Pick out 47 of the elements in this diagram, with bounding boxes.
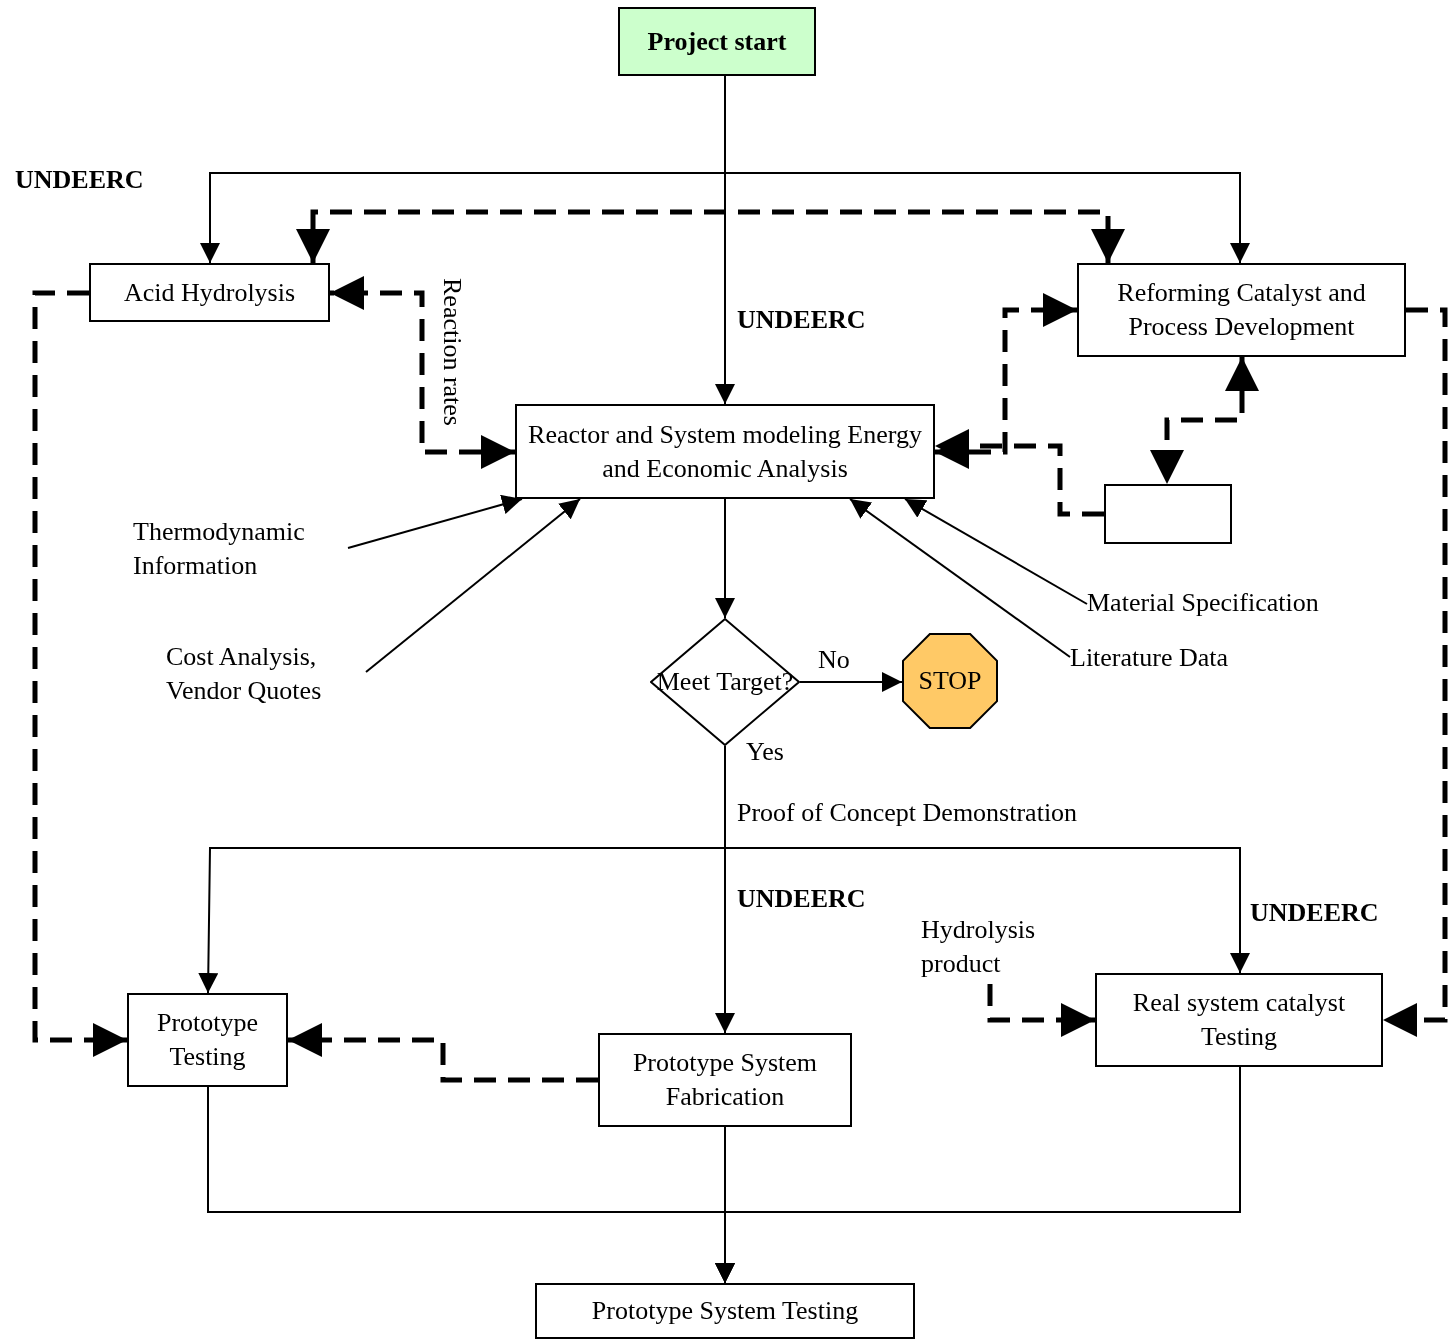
- note-text: Literature Data: [1070, 640, 1260, 676]
- arrow: [715, 498, 735, 619]
- box-label: Prototype System Fabrication: [631, 1047, 819, 1113]
- arrow: [849, 498, 1071, 658]
- arrow: [935, 293, 1077, 469]
- process-box: [598, 1033, 852, 1127]
- team-label: UNDEERC: [15, 165, 144, 195]
- team-label: UNDEERC: [737, 305, 866, 335]
- note-text: Hydrolysis product: [921, 910, 1061, 984]
- box-label: Reactor and System modeling Energy and Economic Analysis: [527, 418, 923, 485]
- process-box: [535, 1283, 915, 1339]
- arrow: [904, 498, 1088, 605]
- arrow: [715, 75, 735, 405]
- box-label: Real system catalyst Testing: [1131, 987, 1347, 1053]
- arrow: [1383, 307, 1448, 1037]
- box-label: Prototype Testing: [155, 1007, 260, 1073]
- process-box: [89, 263, 330, 322]
- arrow: [987, 984, 1095, 1037]
- arrow: [296, 209, 1125, 263]
- arrow: [347, 494, 523, 549]
- box-label: Prototype System Testing: [591, 1295, 859, 1328]
- box-label: Acid Hydrolysis: [123, 276, 296, 309]
- arrow: [330, 276, 515, 469]
- arrow: [1150, 357, 1259, 484]
- arrow: [935, 429, 1104, 517]
- empty-box: [1104, 484, 1232, 544]
- process-box: [127, 993, 288, 1087]
- box-label: Meet Target?: [656, 666, 794, 699]
- note-text: Cost Analysis, Vendor Quotes: [166, 637, 366, 711]
- box-label: Reforming Catalyst and Process Development: [1116, 277, 1367, 343]
- arrow: [799, 672, 903, 692]
- team-label: UNDEERC: [1250, 898, 1379, 928]
- team-label: UNDEERC: [737, 884, 866, 914]
- process-box: [1077, 263, 1406, 357]
- stage-label: Proof of Concept Demonstration: [737, 798, 1078, 828]
- arrow: [288, 1023, 598, 1083]
- process-box: [515, 404, 935, 499]
- arrow: [365, 498, 581, 673]
- box-label: Project start: [647, 25, 787, 58]
- start-box: [618, 7, 816, 76]
- note-text: Thermodynamic Information: [133, 512, 348, 586]
- arrow: [32, 290, 127, 1057]
- box-label: STOP: [918, 665, 982, 698]
- process-box: [1095, 973, 1383, 1067]
- stop-octagon: [902, 633, 998, 729]
- note-text: Material Specification: [1087, 585, 1362, 621]
- arrow: [715, 1066, 1241, 1284]
